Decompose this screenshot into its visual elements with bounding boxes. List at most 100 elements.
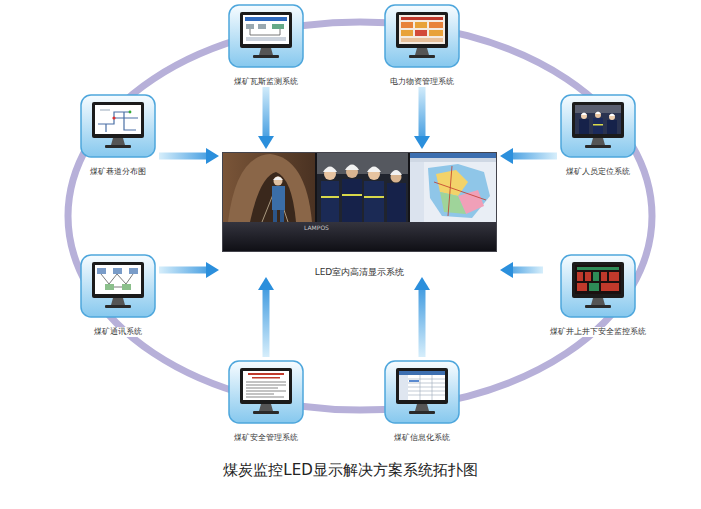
drawing-part xyxy=(245,17,287,21)
drawing-part xyxy=(364,196,384,198)
drawing-part xyxy=(593,124,603,126)
drawing-part xyxy=(259,48,273,55)
monitor-node: 煤矿通讯系统 xyxy=(80,254,156,332)
arrow-head xyxy=(414,277,430,290)
drawing-part xyxy=(591,298,605,305)
monitor-icon xyxy=(560,254,636,318)
drawing-part xyxy=(561,255,635,317)
drawing-part xyxy=(415,30,427,36)
drawing-part xyxy=(387,183,406,222)
drawing-part xyxy=(367,167,381,173)
caption-row: 煤炭监控LED显示解决方案系统拓扑图 xyxy=(0,460,701,480)
drawing-part xyxy=(428,164,490,218)
drawing-part xyxy=(258,24,266,29)
drawing-part xyxy=(409,411,435,414)
flow-arrow xyxy=(414,277,430,357)
drawing-part xyxy=(246,24,254,29)
drawing-part xyxy=(97,268,106,274)
drawing-part xyxy=(92,102,144,138)
drawing-part xyxy=(222,222,497,252)
drawing-part xyxy=(575,265,621,294)
drawing-part xyxy=(593,272,599,281)
label-row: 煤矿通讯系统 xyxy=(80,319,156,338)
label-row: 煤矿信息化系统 xyxy=(384,425,460,444)
drawing-part xyxy=(364,181,384,222)
drawing-part xyxy=(595,112,601,118)
drawing-part xyxy=(240,368,292,404)
drawing-part xyxy=(240,12,292,48)
drawing-part xyxy=(101,274,133,287)
arrow-head xyxy=(258,136,274,149)
drawing-part xyxy=(601,272,607,281)
monitor-icon xyxy=(228,360,304,424)
drawing-part xyxy=(581,113,587,119)
drawing-part xyxy=(112,116,115,119)
drawing-part xyxy=(440,192,466,214)
led-display: LAMPOSLED室内高清显示系统 xyxy=(222,152,497,274)
drawing-part xyxy=(415,48,429,55)
drawing-part xyxy=(396,12,448,48)
drawing-part xyxy=(577,283,587,291)
drawing-part xyxy=(129,111,132,114)
drawing-part xyxy=(410,152,497,222)
drawing-part xyxy=(399,15,445,44)
drawing-part xyxy=(585,145,611,148)
flow-arrow xyxy=(500,262,543,278)
drawing-part xyxy=(252,377,280,379)
caption: 煤炭监控LED显示解决方案系统拓扑图 xyxy=(223,460,477,480)
drawing-part xyxy=(429,22,443,28)
monitor-icon xyxy=(560,94,636,158)
drawing-part xyxy=(105,305,131,308)
led-screen-picture xyxy=(222,152,497,252)
drawing-part xyxy=(429,30,443,36)
drawing-part xyxy=(575,105,621,113)
drawing-part xyxy=(273,210,277,222)
label-row: 电力物资管理系统 xyxy=(384,69,460,88)
system-label: 煤矿信息化系统 xyxy=(392,433,452,443)
monitor-node: 煤矿信息化系统 xyxy=(384,360,460,438)
drawing-part xyxy=(105,284,114,290)
drawing-part xyxy=(575,105,621,134)
flow-arrow xyxy=(500,148,557,164)
drawing-part xyxy=(390,170,402,175)
drawing-part xyxy=(250,29,280,35)
drawing-part xyxy=(321,196,339,198)
arrow-shaft xyxy=(263,85,270,139)
drawing-part xyxy=(345,165,359,171)
drawing-part xyxy=(259,404,273,411)
monitor-node: 煤矿巷道分布图 xyxy=(80,94,156,172)
drawing-part xyxy=(342,179,362,222)
drawing-part xyxy=(585,272,591,281)
flow-arrow xyxy=(159,262,219,278)
drawing-part xyxy=(581,113,587,116)
drawing-part xyxy=(595,112,601,115)
monitor-icon xyxy=(80,254,156,318)
drawing-part xyxy=(95,105,141,134)
drawing-part xyxy=(228,154,312,222)
monitor-icon xyxy=(384,360,460,424)
drawing-part xyxy=(575,105,621,134)
drawing-part xyxy=(105,145,131,148)
drawing-part xyxy=(410,162,424,222)
monitor-icon xyxy=(80,94,156,158)
arrow-shaft xyxy=(419,85,426,139)
drawing-part xyxy=(129,268,138,274)
label-row: 煤矿安全管理系统 xyxy=(228,425,304,444)
drawing-part xyxy=(323,167,337,173)
system-label: 煤矿人员定位系统 xyxy=(564,167,632,177)
label-row: 煤矿瓦斯监测系统 xyxy=(228,69,304,88)
drawing-part xyxy=(399,371,445,400)
arrow-head xyxy=(206,148,219,164)
drawing-part xyxy=(253,411,279,414)
drawing-part xyxy=(401,22,413,28)
drawing-part xyxy=(607,120,617,134)
drawing-part xyxy=(273,177,283,181)
drawing-part xyxy=(229,361,303,423)
drawing-part xyxy=(401,17,443,20)
drawing-part xyxy=(223,153,497,252)
drawing-part xyxy=(609,272,619,281)
drawing-part xyxy=(81,255,155,317)
system-label: 煤矿瓦斯监测系统 xyxy=(232,77,300,87)
drawing-part xyxy=(572,102,624,138)
